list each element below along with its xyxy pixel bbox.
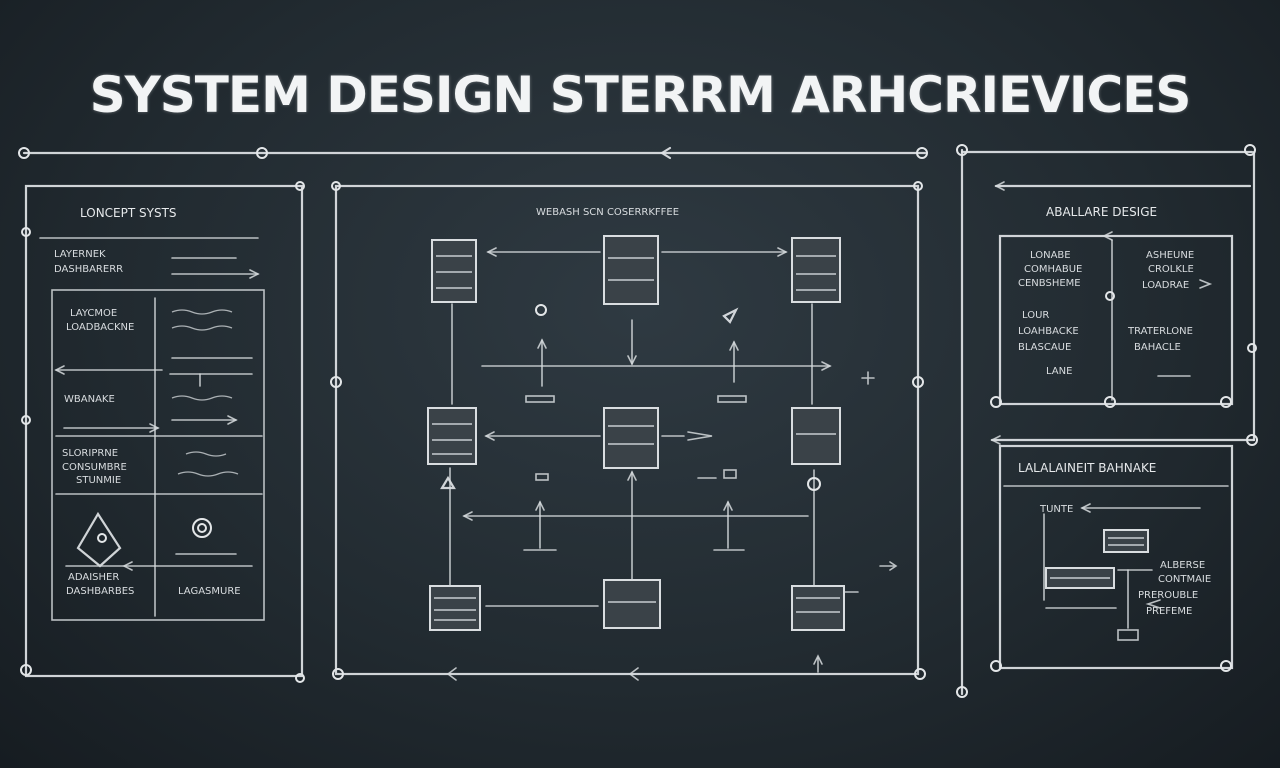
left-row-1: DASHBARERR xyxy=(54,264,123,275)
left-row-10: LAGASMURE xyxy=(178,586,241,597)
left-row-0: LAYERNEK xyxy=(54,249,106,260)
right-bottom-panel: LALALAINEIT BAHNAKE TUNTE ALBERSE CONTMA… xyxy=(990,435,1256,672)
right-top-cell-4: CROLKLE xyxy=(1148,264,1194,275)
left-row-6: CONSUMBRE xyxy=(62,462,127,473)
server-node-7 xyxy=(429,585,481,631)
left-row-7: STUNMIE xyxy=(76,475,121,486)
right-top-cell-5: LOADRAE xyxy=(1142,280,1189,291)
left-panel: LONCEPT SYSTS LAYERNEK DASHBARERR LAYCMO… xyxy=(20,181,305,683)
diagram-title: SYSTEM DESIGN STERRM ARHCRIEVICES xyxy=(89,66,1192,124)
right-bottom-note-3: PREFEME xyxy=(1146,606,1192,617)
right-bottom-heading: LALALAINEIT BAHNAKE xyxy=(1018,461,1156,475)
top-rail xyxy=(18,146,928,160)
right-top-panel: ABALLARE DESIGE LONABE COMHABUE CENBSHEM… xyxy=(990,181,1252,408)
left-row-2: LAYCMOE xyxy=(70,308,117,319)
right-bottom-subheading: TUNTE xyxy=(1039,504,1073,515)
right-bottom-note-1: CONTMAIE xyxy=(1158,574,1211,585)
right-top-heading: ABALLARE DESIGE xyxy=(1046,205,1157,219)
server-node-8 xyxy=(603,579,661,629)
right-top-cell-2: CENBSHEME xyxy=(1018,278,1081,289)
left-row-3: LOADBACKNE xyxy=(66,322,134,333)
left-row-8: ADAISHER xyxy=(68,572,119,583)
server-node-2 xyxy=(603,235,659,305)
right-bottom-note-0: ALBERSE xyxy=(1160,560,1205,571)
right-bottom-note-2: PREROUBLE xyxy=(1138,590,1198,601)
right-top-cell-10: TRATERLONE xyxy=(1127,326,1193,337)
right-top-cell-9: LANE xyxy=(1046,366,1072,377)
right-rails xyxy=(956,144,1258,698)
left-panel-heading: LONCEPT SYSTS xyxy=(80,206,177,220)
right-top-cell-6: LOUR xyxy=(1022,310,1049,321)
left-row-9: DASHBARBES xyxy=(66,586,134,597)
server-node-4 xyxy=(427,407,477,465)
server-node-9 xyxy=(791,585,845,631)
center-panel-heading: WEBASH SCN COSERRKFFEE xyxy=(536,207,679,218)
right-top-cell-7: LOAHBACKE xyxy=(1018,326,1079,337)
right-top-cell-11: BAHACLE xyxy=(1134,342,1181,353)
server-node-6 xyxy=(791,407,841,465)
server-node-1 xyxy=(431,239,477,303)
right-top-cell-8: BLASCAUE xyxy=(1018,342,1071,353)
server-node-5 xyxy=(603,407,659,469)
left-row-4: WBANAKE xyxy=(64,394,115,405)
left-row-5: SLORIPRNE xyxy=(62,448,118,459)
right-top-cell-1: COMHABUE xyxy=(1024,264,1082,275)
right-top-cell-0: LONABE xyxy=(1030,250,1071,261)
right-top-cell-3: ASHEUNE xyxy=(1146,250,1194,261)
server-node-3 xyxy=(791,237,841,303)
center-panel: WEBASH SCN COSERRKFFEE xyxy=(330,181,926,681)
